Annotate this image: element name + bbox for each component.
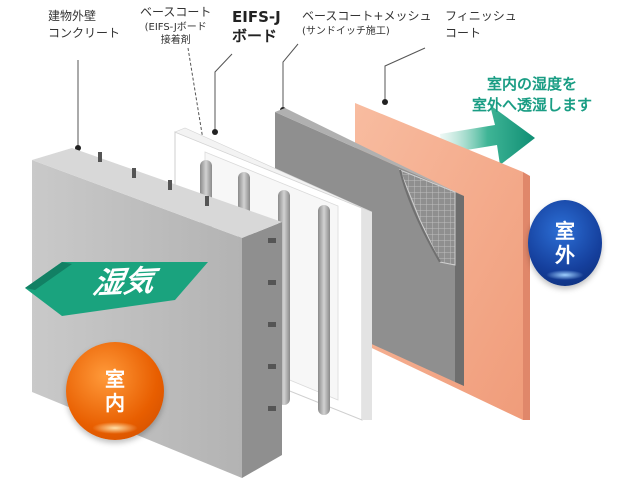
moisture-sign-text: 湿気 <box>88 263 165 302</box>
leader-lines <box>77 43 426 153</box>
moisture-sign <box>25 262 208 316</box>
label-base-coat: ベースコート (EIFS-Jボード 接着剤 <box>140 5 212 46</box>
indoor-badge: 室 内 <box>66 342 164 440</box>
outdoor-badge: 室 外 <box>528 200 602 286</box>
label-finish-coat: フィニッシュ コート <box>445 9 517 40</box>
label-base-coat-mesh: ベースコート+メッシュ (サンドイッチ施工) <box>302 9 432 37</box>
moisture-note: 室内の湿度を 室外へ透湿します <box>472 75 593 114</box>
label-eifs-board: EIFS-J ボード <box>232 8 281 45</box>
label-concrete-wall: 建物外壁 コンクリート <box>48 9 121 40</box>
